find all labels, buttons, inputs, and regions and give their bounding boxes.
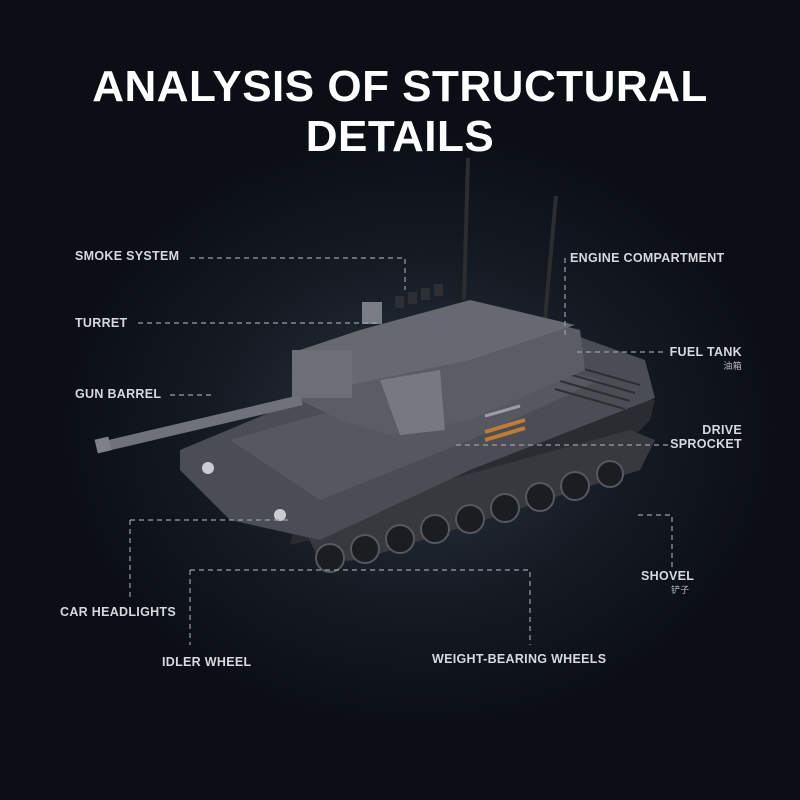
label-drive-sprocket: DRIVE SPROCKET bbox=[670, 423, 742, 451]
label-idler-wheel: IDLER WHEEL bbox=[162, 655, 252, 669]
label-shovel-sub: 铲子 bbox=[671, 585, 690, 595]
turret-front-armor bbox=[380, 370, 445, 435]
gun-barrel bbox=[100, 395, 303, 452]
label-shovel: SHOVEL 铲子 bbox=[641, 569, 694, 596]
label-turret: TURRET bbox=[75, 316, 128, 330]
label-weight-bearing-wheels: WEIGHT-BEARING WHEELS bbox=[432, 652, 607, 666]
leader-lines bbox=[129, 257, 673, 645]
turret-sensor-block bbox=[292, 350, 352, 398]
label-engine-compartment: ENGINE COMPARTMENT bbox=[570, 251, 724, 265]
label-fuel-tank-text: FUEL TANK bbox=[669, 345, 742, 359]
label-shovel-text: SHOVEL bbox=[641, 569, 695, 583]
headlight-right bbox=[274, 509, 286, 521]
turret-top bbox=[300, 300, 575, 385]
label-engine-compartment-text: ENGINE COMPARTMENT bbox=[570, 251, 725, 265]
smoke-launchers bbox=[395, 284, 443, 308]
label-gun-barrel: GUN BARREL bbox=[75, 387, 162, 401]
page-title: ANALYSIS OF STRUCTURAL DETAILS bbox=[92, 62, 708, 161]
label-drive-line1: DRIVE bbox=[702, 423, 742, 437]
muzzle bbox=[94, 436, 112, 454]
headlight-left bbox=[202, 462, 214, 474]
label-drive-line2: SPROCKET bbox=[670, 437, 742, 451]
label-smoke-system: SMOKE SYSTEM bbox=[75, 249, 180, 263]
antenna-right bbox=[542, 195, 558, 331]
road-wheels bbox=[315, 460, 624, 573]
deck-tools bbox=[484, 404, 526, 442]
label-fuel-tank: FUEL TANK 油箱 bbox=[670, 345, 742, 372]
label-fuel-tank-sub: 油箱 bbox=[723, 361, 742, 371]
antenna-left bbox=[462, 157, 470, 301]
commander-sight bbox=[362, 302, 382, 324]
lower-hull bbox=[300, 430, 655, 562]
label-car-headlights: CAR HEADLIGHTS bbox=[60, 605, 177, 619]
